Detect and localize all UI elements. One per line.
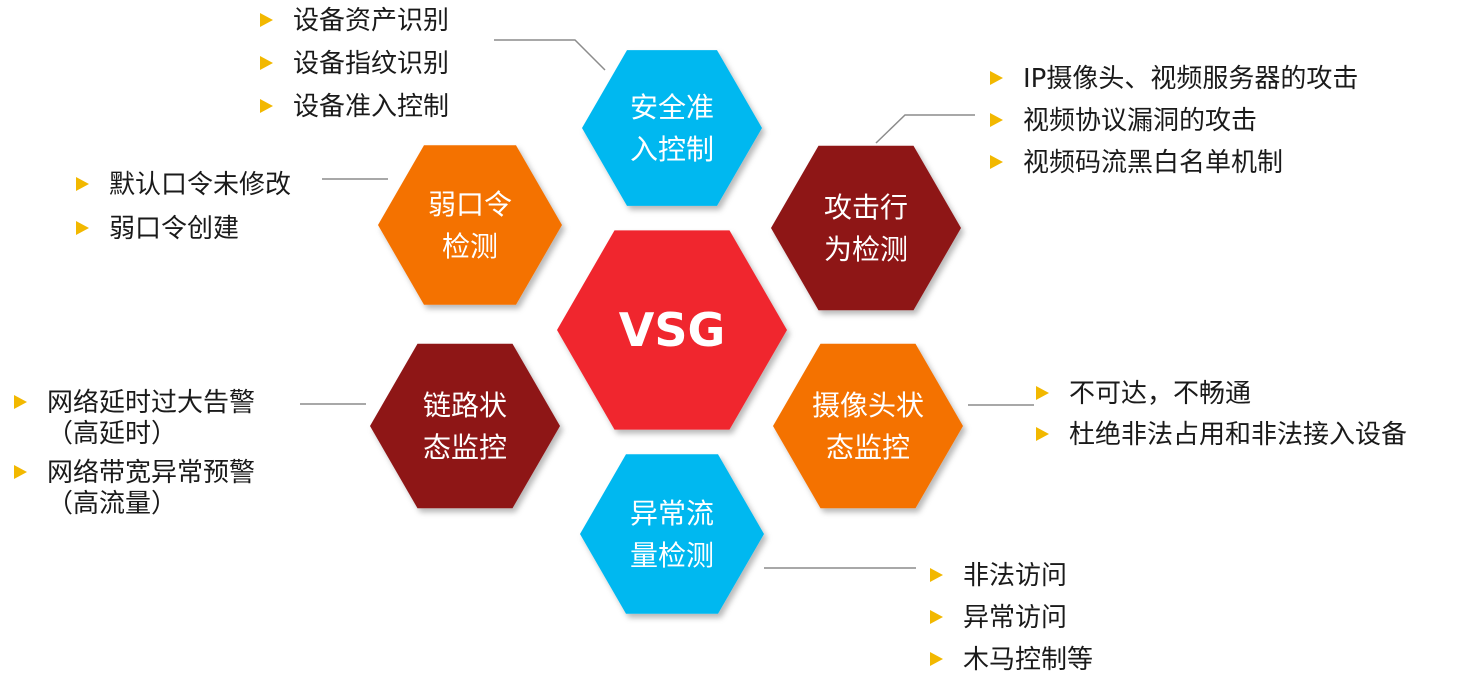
bullet-item-text: 设备指纹识别 bbox=[293, 49, 449, 79]
hex-shape bbox=[580, 454, 764, 614]
bullet-item-text: IP摄像头、视频服务器的攻击 bbox=[1023, 64, 1358, 94]
bullet-arrow-icon bbox=[990, 113, 1003, 127]
bullet-arrow-icon bbox=[260, 56, 273, 70]
bullet-arrow-icon bbox=[1036, 427, 1049, 441]
bullet-item-text: 网络延时过大告警 bbox=[47, 388, 255, 418]
hex-shape bbox=[582, 50, 762, 206]
bullet-arrow-icon bbox=[14, 465, 27, 479]
bullet-arrow-icon bbox=[1036, 386, 1049, 400]
center-label: VSG bbox=[619, 303, 726, 357]
bullet-arrow-icon bbox=[990, 155, 1003, 169]
bullet-arrow-icon bbox=[14, 395, 27, 409]
hex-center-vsg: VSG bbox=[557, 230, 787, 430]
hex-label: 量检测 bbox=[630, 539, 714, 572]
connector-line bbox=[875, 114, 975, 144]
bullet-item-text: 设备准入控制 bbox=[293, 92, 449, 122]
hex-label: 异常流 bbox=[630, 497, 714, 530]
bullet-arrow-icon bbox=[76, 221, 89, 235]
bullet-arrow-icon bbox=[930, 610, 943, 624]
hex-shape bbox=[773, 343, 963, 509]
hex-label: 摄像头状 bbox=[812, 389, 924, 422]
bullet-item-text: （高延时） bbox=[47, 419, 177, 449]
bullet-list-link: 网络延时过大告警（高延时） 网络带宽异常预警（高流量） bbox=[14, 388, 255, 519]
hex-label: 弱口令 bbox=[428, 188, 512, 221]
hex-label: 态监控 bbox=[826, 431, 910, 464]
hex-label: 入控制 bbox=[630, 133, 714, 166]
hex-label: 为检测 bbox=[824, 233, 908, 266]
connector-line bbox=[494, 39, 606, 71]
bullet-item-text: 弱口令创建 bbox=[109, 214, 239, 244]
hex-label: 检测 bbox=[442, 230, 498, 263]
bullet-item-text: 非法访问 bbox=[963, 561, 1067, 591]
bullet-item-text: 不可达，不畅通 bbox=[1069, 379, 1251, 409]
bullet-item-text: 默认口令未修改 bbox=[109, 170, 291, 200]
bullet-arrow-icon bbox=[76, 177, 89, 191]
bullet-arrow-icon bbox=[260, 99, 273, 113]
hex-label: 安全准 bbox=[630, 91, 714, 124]
hex-label: 链路状 bbox=[423, 389, 507, 422]
bullet-arrow-icon bbox=[260, 13, 273, 27]
bullet-item-text: 设备资产识别 bbox=[293, 6, 449, 36]
bullet-arrow-icon bbox=[930, 568, 943, 582]
hex-shape bbox=[378, 145, 562, 305]
hex-shape bbox=[557, 230, 787, 430]
hex-shape bbox=[370, 343, 560, 509]
bullet-item-text: 网络带宽异常预警 bbox=[47, 458, 255, 488]
hex-label: 攻击行 bbox=[824, 191, 908, 224]
hex-shape bbox=[771, 145, 961, 311]
bullet-arrow-icon bbox=[990, 71, 1003, 85]
bullet-item-text: 木马控制等 bbox=[963, 645, 1093, 675]
bullet-item-text: 杜绝非法占用和非法接入设备 bbox=[1069, 420, 1407, 450]
hex-label: 态监控 bbox=[423, 431, 507, 464]
bullet-item-text: 异常访问 bbox=[963, 603, 1067, 633]
bullet-item-text: 视频码流黑白名单机制 bbox=[1023, 148, 1283, 178]
bullet-item-text: 视频协议漏洞的攻击 bbox=[1023, 106, 1257, 136]
bullet-item-text: （高流量） bbox=[47, 489, 177, 519]
bullet-arrow-icon bbox=[930, 652, 943, 666]
